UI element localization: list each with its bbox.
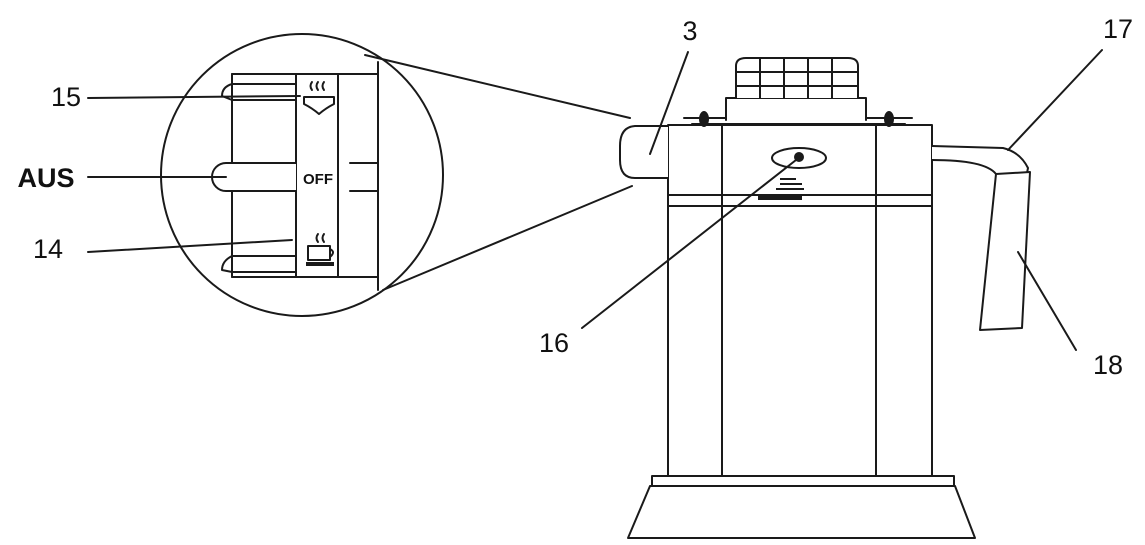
boiler-cap xyxy=(725,57,867,121)
callout-17: 17 xyxy=(1103,14,1133,44)
carafe-handle xyxy=(931,145,1031,331)
machine-base xyxy=(627,475,976,539)
indicator-lamp xyxy=(758,147,827,200)
callout-leaders xyxy=(87,49,1103,351)
callout-labels: 15 AUS 14 3 17 16 18 xyxy=(17,14,1133,380)
switch-detail-magnifier: OFF xyxy=(160,33,633,317)
magnifier-connector-top xyxy=(364,54,631,119)
magnifier-connector-bottom xyxy=(382,185,633,291)
espresso-machine xyxy=(619,57,1031,539)
slot-rail-bottom xyxy=(221,255,297,273)
leader-17 xyxy=(1007,49,1103,151)
machine-body-lower xyxy=(667,194,933,477)
callout-aus: AUS xyxy=(17,163,74,193)
leader-18 xyxy=(1017,251,1077,351)
callout-3: 3 xyxy=(682,16,697,46)
leader-15 xyxy=(87,95,301,99)
selector-knob xyxy=(619,125,669,179)
magnifier-circle xyxy=(160,33,444,317)
leader-14 xyxy=(87,239,293,253)
off-position-label: OFF xyxy=(303,171,333,188)
callout-16: 16 xyxy=(539,328,569,358)
callout-18: 18 xyxy=(1093,350,1123,380)
callout-15: 15 xyxy=(51,82,81,112)
steam-nozzle-icon xyxy=(303,81,335,115)
coffee-cup-icon xyxy=(306,233,334,266)
leader-16 xyxy=(581,159,797,329)
callout-14: 14 xyxy=(33,234,63,264)
leader-3 xyxy=(649,51,689,155)
